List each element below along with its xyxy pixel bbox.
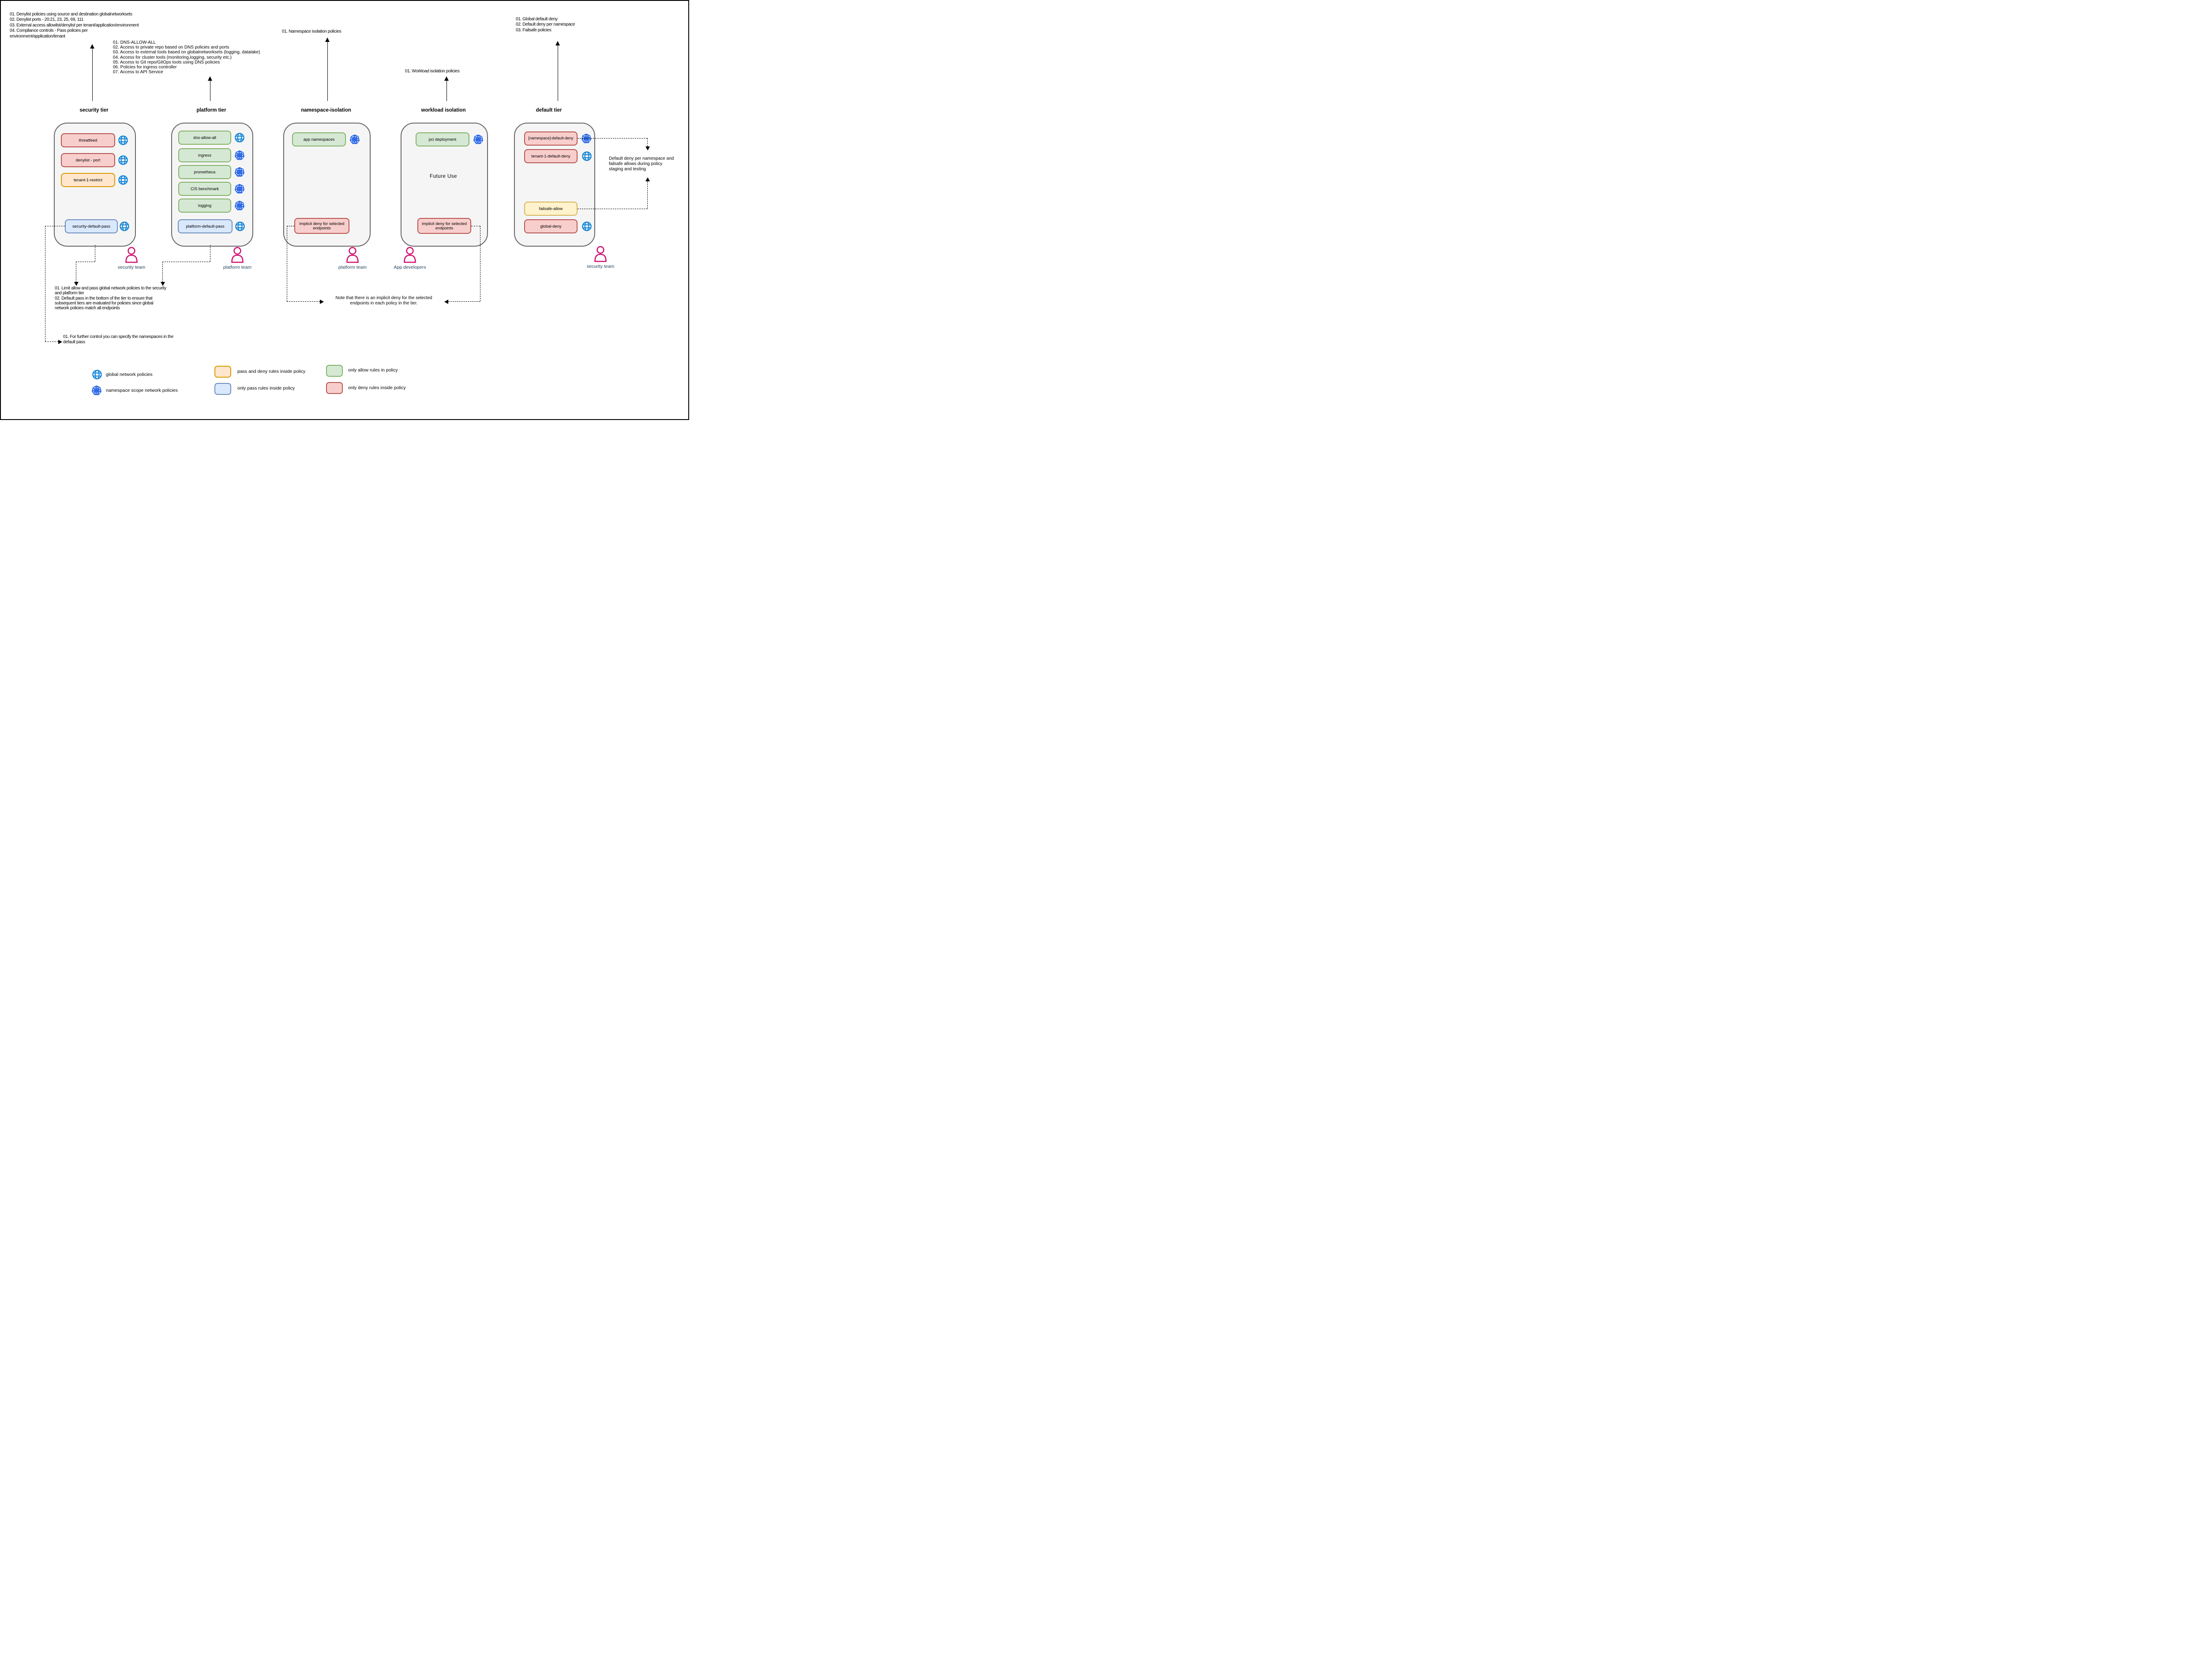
global-policy-icon — [235, 133, 244, 142]
security-tier-notes: 01. Denylist policies using source and d… — [10, 12, 139, 39]
team-label-security: security team — [117, 265, 146, 270]
platform-tier-notes: 01. DNS-ALLOW-ALL 02. Access to private … — [113, 40, 260, 75]
global-policy-icon — [582, 221, 592, 231]
policy-pill-app-namespaces: app namespaces — [292, 132, 346, 146]
tier-title-namespace-isolation: namespace-isolation — [301, 108, 351, 113]
tier-title-platform: platform tier — [196, 108, 226, 113]
implicit-deny-note: Note that there is an implicit deny for … — [335, 296, 432, 306]
namespace-policy-icon — [234, 183, 245, 194]
namespace-policy-icon — [234, 166, 245, 177]
namespace-policy-icon — [581, 133, 592, 144]
connector-namespace-default-deny-note — [578, 138, 647, 139]
legend-only-pass: only pass rules inside policy — [237, 386, 295, 391]
legend-namespace-policies: namespace scope network policies — [106, 388, 178, 393]
legend-pass-deny: pass and deny rules inside policy — [237, 369, 306, 374]
connector-workload-implicit-note — [448, 301, 480, 302]
legend-only-deny: only deny rules inside policy — [348, 385, 406, 390]
legend-swatch-pass-deny — [214, 366, 231, 378]
policy-pill-cis-benchmark: CIS benchmark — [178, 182, 231, 196]
global-policy-icon — [118, 135, 128, 145]
arrowhead-up-icon — [645, 177, 650, 181]
team-label-workload-isolation: App developers — [394, 265, 426, 270]
person-icon — [125, 247, 138, 263]
global-policy-icon — [235, 221, 245, 231]
global-policy-icon — [92, 370, 102, 379]
network-policy-tiers-diagram: 01. Denylist policies using source and d… — [0, 0, 689, 420]
policy-pill-threatfeed: threatfeed — [61, 133, 115, 147]
policy-pill-security-default-pass: security-default-pass — [65, 219, 118, 233]
person-icon — [231, 247, 244, 263]
namespace-isolation-note: 01. Namespace isolation policies — [282, 29, 341, 34]
connector-failsafe-allow-note — [647, 181, 648, 209]
policy-pill-logging: logging — [178, 199, 231, 213]
tier-title-workload-isolation: workload isolation — [421, 108, 466, 113]
policy-pill-ingress: ingress — [178, 148, 231, 162]
team-label-namespace-isolation: platform team — [338, 265, 367, 270]
legend-swatch-only-deny — [326, 382, 343, 394]
further-control-note: 01. For further control you can specify … — [63, 334, 173, 345]
arrow-security-notes — [90, 44, 94, 101]
future-use-label: Future Use — [430, 174, 457, 179]
staging-note: Default deny per namespace and failsafe … — [609, 156, 674, 172]
workload-isolation-note: 01. Workload isolation policies — [405, 69, 460, 74]
policy-pill-implicit-deny-workload: implicit deny for selected endpoints — [417, 218, 471, 234]
policy-pill-namespace-default-deny: [namespace]-default-deny — [524, 131, 578, 146]
connector-further-control — [45, 341, 58, 342]
tier-title-security: security tier — [79, 108, 109, 113]
arrow-workload-notes — [444, 76, 449, 101]
legend-global-policies: global network policies — [106, 372, 153, 377]
connector-namespace-implicit-note — [287, 301, 320, 302]
policy-pill-platform-default-pass: platform-default-pass — [178, 219, 233, 233]
arrowhead-right-icon — [58, 340, 62, 344]
team-label-default: security team — [586, 264, 615, 269]
arrowhead-down-icon — [161, 282, 165, 286]
namespace-policy-icon — [473, 134, 484, 145]
person-icon — [346, 247, 359, 263]
arrowhead-down-icon — [74, 282, 79, 286]
person-icon — [404, 247, 416, 263]
policy-pill-tenant-1-restrict: tenant-1-restrict — [61, 173, 115, 187]
legend-only-allow: only allow rules in policy — [348, 368, 398, 373]
global-policy-icon — [120, 221, 129, 231]
legend-swatch-only-pass — [214, 383, 231, 395]
policy-pill-denylist-port: denylist - port — [61, 153, 115, 167]
namespace-policy-icon — [234, 200, 245, 211]
namespace-policy-icon — [349, 134, 360, 145]
policy-pill-pci-deployment: pci deployment — [416, 132, 469, 146]
policy-pill-global-deny: global-deny — [524, 219, 578, 233]
legend-swatch-only-allow — [326, 365, 343, 377]
person-icon — [594, 246, 607, 262]
team-label-platform: platform team — [223, 265, 252, 270]
arrowhead-right-icon — [320, 300, 324, 304]
global-policy-icon — [582, 151, 592, 161]
namespace-policy-icon — [91, 385, 102, 396]
namespace-policy-icon — [234, 150, 245, 161]
connector-platform-limit-note — [162, 262, 163, 282]
arrowhead-left-icon — [444, 300, 448, 304]
default-tier-notes: 01. Global default deny 02. Default deny… — [516, 17, 575, 33]
global-policy-icon — [118, 155, 128, 165]
arrowhead-down-icon — [645, 146, 650, 150]
connector-namespace-default-deny-note — [647, 138, 648, 146]
policy-pill-implicit-deny-namespace: implicit deny for selected endpoints — [294, 218, 349, 234]
policy-pill-dns-allow-all: dns-allow-all — [178, 131, 231, 145]
policy-pill-failsafe-allow: failsafe-allow — [524, 202, 578, 216]
arrow-namespace-notes — [325, 38, 330, 101]
tier-title-default: default tier — [536, 108, 562, 113]
global-policy-icon — [118, 175, 128, 185]
policy-pill-prometheus: prometheus — [178, 165, 231, 179]
policy-pill-tenant-1-default-deny: tenant-1-default-deny — [524, 149, 578, 163]
limit-allow-note: 01. Limit allow and pass global network … — [55, 286, 166, 311]
